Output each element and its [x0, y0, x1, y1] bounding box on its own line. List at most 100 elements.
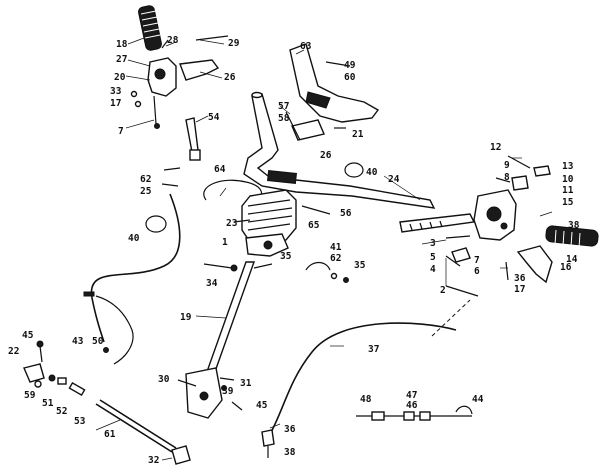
pin-3	[445, 235, 471, 239]
lever-pin-16	[505, 261, 509, 281]
post-bolt-30	[177, 379, 197, 387]
callout-22: 22	[8, 346, 19, 357]
fitting-46	[419, 411, 431, 421]
callout-26-lower: 26	[320, 150, 332, 161]
housing-bore-right	[486, 206, 502, 222]
washer-17	[134, 100, 142, 108]
windshield-bracket-slot	[305, 91, 331, 109]
handlebar-knurl	[267, 170, 297, 184]
callout-24: 24	[388, 174, 400, 185]
callout-7-right: 7	[474, 255, 480, 266]
callout-18: 18	[116, 39, 128, 50]
callout-45-left: 45	[22, 330, 34, 341]
callout-65: 65	[308, 220, 320, 231]
callout-35-lower: 35	[354, 260, 366, 271]
callout-26: 26	[224, 72, 236, 83]
callout-labels: 18 28 29 27 20 33 17 26 7 63 49 60 57 58…	[8, 35, 580, 466]
callout-50: 50	[92, 336, 104, 347]
callout-38-lower: 38	[284, 447, 296, 458]
throttle-cable-assembly	[83, 167, 181, 365]
post-bearing-hole	[199, 391, 209, 401]
o-ring-40-upper	[344, 162, 364, 178]
right-control-assembly	[399, 155, 599, 284]
post-nut-34	[230, 264, 238, 272]
callout-46: 46	[406, 400, 418, 411]
callout-29: 29	[228, 38, 240, 49]
wire-12	[507, 155, 531, 169]
nut-35b	[343, 277, 349, 283]
callout-33: 33	[110, 86, 122, 97]
switch-bracket	[185, 117, 199, 153]
callout-28: 28	[167, 35, 179, 46]
callout-62-upper: 62	[140, 174, 151, 185]
hose-fittings-assembly	[356, 405, 473, 421]
callout-56: 56	[340, 208, 352, 219]
housing-port	[500, 222, 508, 230]
callout-8: 8	[504, 172, 510, 183]
callout-4: 4	[430, 264, 436, 275]
callout-36-right: 36	[514, 273, 526, 284]
callout-3: 3	[430, 238, 436, 249]
cable-fitting-43	[83, 291, 95, 297]
brake-lever	[399, 213, 476, 233]
callout-19: 19	[180, 312, 192, 323]
callout-23: 23	[226, 218, 238, 229]
housing-screw	[153, 95, 157, 125]
washer-33	[130, 90, 138, 98]
throttle-lever	[179, 59, 220, 81]
callout-17-right: 17	[514, 284, 525, 295]
callout-61: 61	[104, 429, 116, 440]
callout-59: 59	[24, 390, 36, 401]
left-grip-assembly	[130, 5, 229, 129]
callout-31: 31	[240, 378, 252, 389]
bracket-rod-49	[325, 61, 351, 67]
callout-21: 21	[352, 129, 364, 140]
washer-62b	[330, 272, 338, 280]
brake-lever-grooves	[409, 220, 443, 231]
callout-13: 13	[562, 161, 574, 172]
handlebar-end-left	[251, 91, 263, 99]
riser-assembly	[203, 179, 331, 257]
callout-6: 6	[474, 266, 480, 277]
steering-clamp-bolt	[263, 240, 273, 250]
grip-screw-28	[161, 39, 169, 49]
cable-bolt-62a	[163, 167, 181, 171]
fitting-48	[371, 411, 385, 421]
callout-52: 52	[56, 406, 67, 417]
post-bolt-31	[219, 377, 235, 381]
callout-14: 14	[566, 254, 578, 265]
post-nut-39	[221, 385, 227, 391]
callout-64: 64	[214, 164, 226, 175]
screw-8	[495, 177, 511, 183]
callout-34: 34	[206, 278, 218, 289]
callout-16: 16	[560, 262, 572, 273]
callout-36-lower: 36	[284, 424, 296, 435]
switch-bracket-assembly	[185, 117, 201, 161]
spring-4	[451, 247, 471, 263]
tie-rod-61b	[95, 403, 173, 453]
clamp-bolt-57	[285, 111, 301, 141]
callout-5: 5	[430, 252, 436, 263]
screw-5	[445, 255, 461, 267]
callout-47: 47	[406, 390, 417, 401]
hand-warmer-switch	[511, 175, 529, 191]
callout-17: 17	[110, 98, 121, 109]
callout-63: 63	[300, 41, 312, 52]
throttle-pivot-bolt	[195, 35, 229, 41]
brake-cable-dash	[431, 299, 471, 337]
bracket-clamp-26	[291, 119, 325, 141]
post-bolt-45b	[231, 401, 243, 411]
handlebar-assembly	[243, 91, 436, 209]
post-bolt-35	[253, 263, 273, 269]
riser-fins	[247, 199, 293, 231]
windshield-bracket-assembly	[285, 43, 380, 141]
callout-40-upper: 40	[366, 167, 378, 178]
callout-20: 20	[114, 72, 126, 83]
callout-48: 48	[360, 394, 372, 405]
retainer-clip-41	[305, 261, 331, 271]
jam-nut-52	[57, 377, 67, 385]
callout-57: 57	[278, 101, 289, 112]
o-ring-40-left	[145, 215, 167, 233]
bracket-line-2	[445, 285, 479, 297]
